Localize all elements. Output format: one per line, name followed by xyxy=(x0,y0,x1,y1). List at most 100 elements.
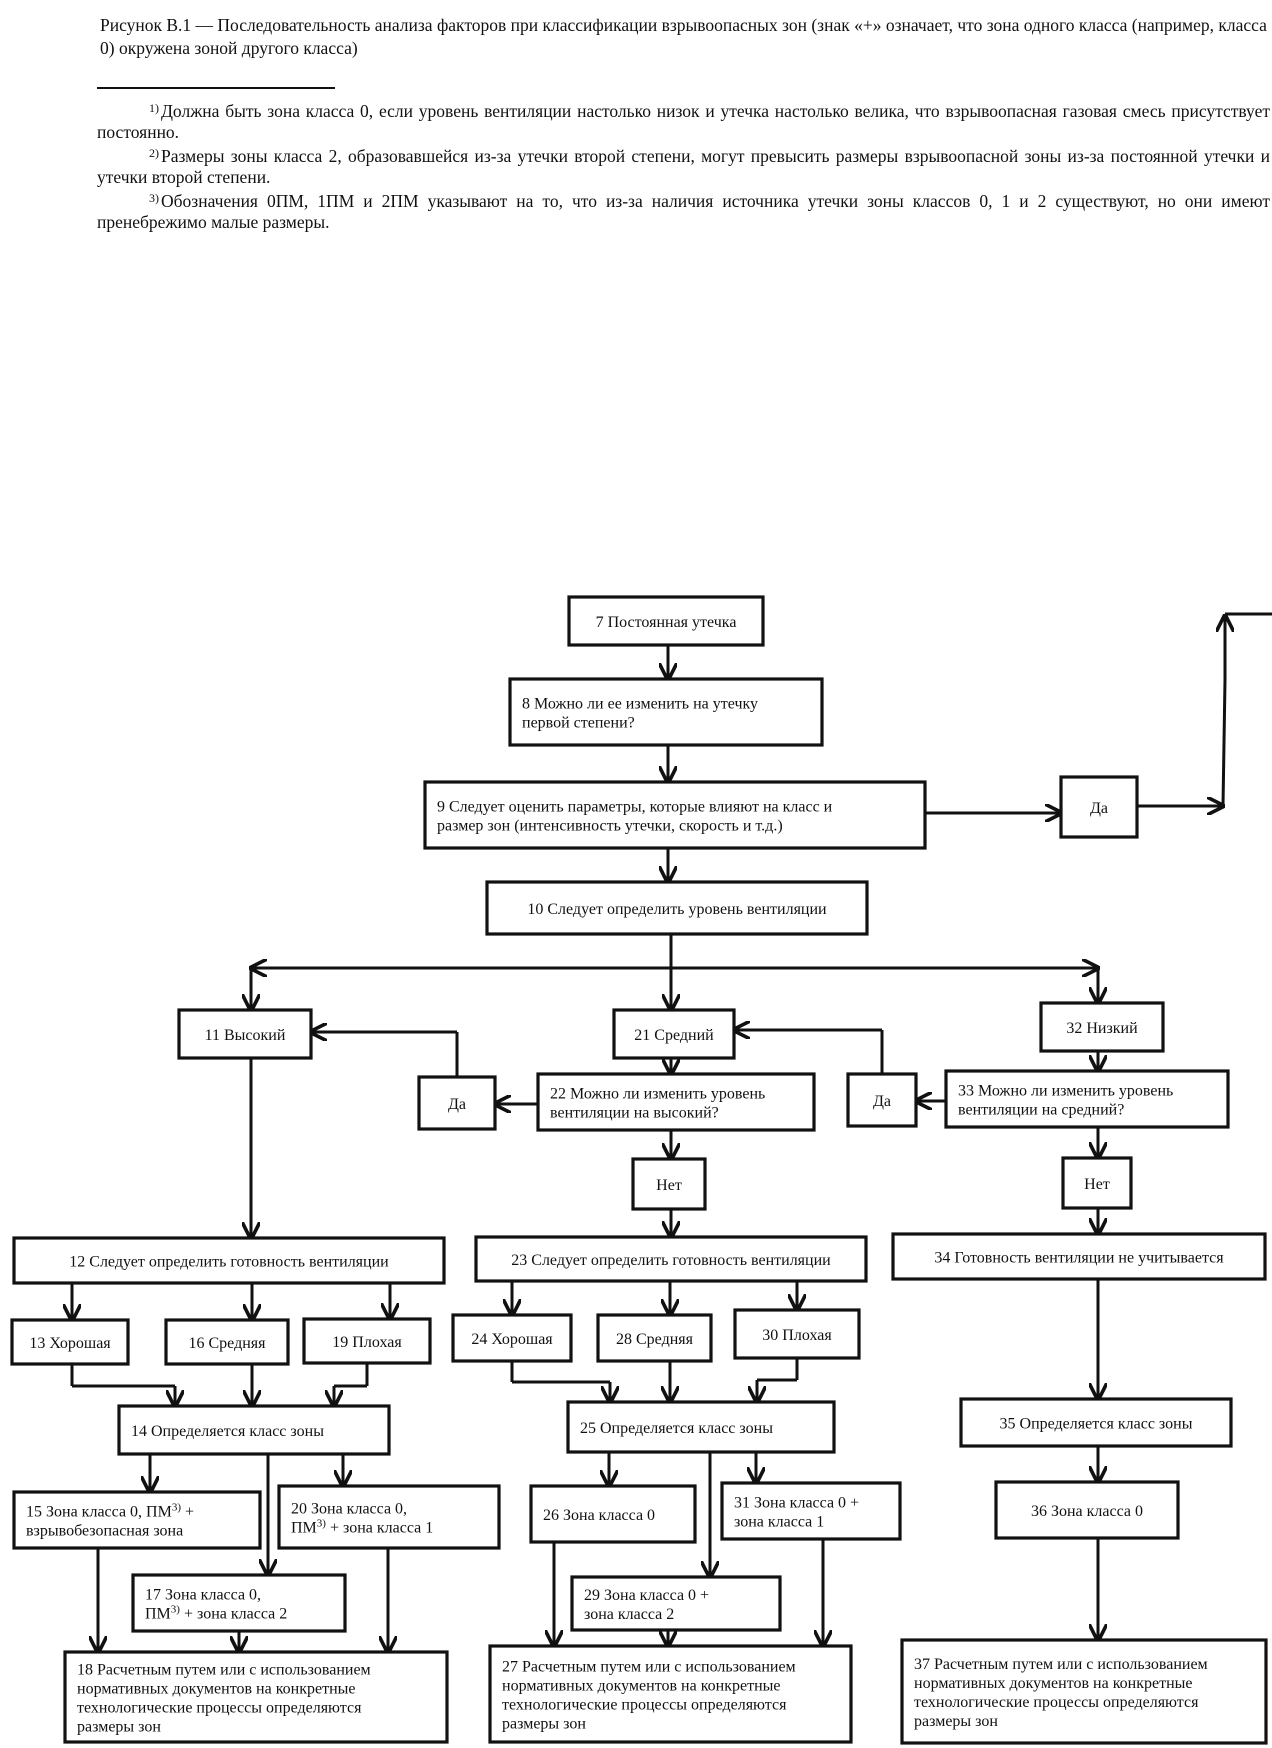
box-text-line: 15 Зона класса 0, ПМ3) + xyxy=(26,1502,194,1521)
box-text-line: 14 Определяется класс зоны xyxy=(131,1423,324,1440)
flowchart-box-b13: 13 Хорошая xyxy=(10,1318,130,1366)
footnote-text: Обозначения 0ПМ, 1ПМ и 2ПМ указывают на … xyxy=(97,191,1270,232)
box-frame xyxy=(567,595,765,647)
box-frame xyxy=(846,1072,918,1128)
box-frame xyxy=(12,1490,262,1550)
flowchart-box-b32: 32 Низкий xyxy=(1039,1001,1165,1053)
box-text-line: технологические процессы определяются xyxy=(77,1700,362,1717)
flowchart-box-b19: 19 Плохая xyxy=(302,1317,432,1365)
box-text-line: первой степени? xyxy=(522,715,635,732)
box-text-line: зона класса 1 xyxy=(734,1514,824,1531)
box-text-line: Да xyxy=(873,1093,891,1110)
flowchart-box-b7: 7 Постоянная утечка xyxy=(567,595,765,647)
box-text-line: 32 Низкий xyxy=(1066,1020,1138,1037)
flowchart-box-b37: 37 Расчетным путем или с использованиемн… xyxy=(900,1638,1268,1745)
box-frame xyxy=(733,1308,861,1360)
box-frame xyxy=(423,780,927,850)
box-text-line: 13 Хорошая xyxy=(29,1335,111,1352)
box-frame xyxy=(570,1575,782,1632)
flowchart-box-no33: Нет xyxy=(1061,1156,1133,1210)
box-text-line: 34 Готовность вентиляции не учитывается xyxy=(934,1250,1224,1267)
box-text-line: размеры зон xyxy=(502,1716,586,1733)
line-connector xyxy=(1221,679,1227,807)
box-text-line: 8 Можно ли ее изменить на утечку xyxy=(522,696,758,713)
box-frame xyxy=(631,1157,707,1211)
box-text-line: технологические процессы определяются xyxy=(914,1694,1199,1711)
box-text-line: 28 Средняя xyxy=(616,1331,694,1348)
flowchart-box-b18: 18 Расчетным путем или с использованиемн… xyxy=(63,1650,449,1744)
box-frame xyxy=(1061,1156,1133,1210)
box-frame xyxy=(474,1235,868,1283)
box-frame xyxy=(612,1008,736,1060)
box-frame xyxy=(720,1481,902,1541)
flowchart-box-b17: 17 Зона класса 0,ПМ3) + зона класса 2 xyxy=(131,1573,347,1633)
flowchart-boxes: 7 Постоянная утечка 8 Можно ли ее изменит… xyxy=(10,595,1268,1745)
footnote-3: 3)Обозначения 0ПМ, 1ПМ и 2ПМ указывают н… xyxy=(97,188,1270,233)
flowchart-box-b36: 36 Зона класса 0 xyxy=(994,1480,1180,1540)
box-text-line: 12 Следует определить готовность вентиля… xyxy=(69,1254,389,1271)
box-text-line: нормативных документов на конкретные xyxy=(502,1678,781,1695)
flowchart-box-b21: 21 Средний xyxy=(612,1008,736,1060)
flowchart-box-b14: 14 Определяется класс зоны xyxy=(117,1404,391,1456)
box-text-line: вентиляции на средний? xyxy=(958,1102,1124,1119)
box-text-line: 37 Расчетным путем или с использованием xyxy=(914,1656,1208,1673)
flowchart-box-yes22: Да xyxy=(417,1075,497,1131)
flowchart-box-no22: Нет xyxy=(631,1157,707,1211)
box-frame xyxy=(944,1069,1230,1129)
box-text-line: взрывобезопасная зона xyxy=(26,1523,183,1540)
box-text-line: Нет xyxy=(1084,1176,1110,1193)
flowchart-box-b25: 25 Определяется класс зоны xyxy=(566,1400,836,1454)
box-text-line: зона класса 2 xyxy=(584,1606,674,1623)
box-frame xyxy=(451,1313,573,1363)
box-frame xyxy=(117,1404,391,1456)
box-text-line: Да xyxy=(1090,800,1108,817)
box-frame xyxy=(277,1484,501,1550)
box-text-line: 10 Следует определить уровень вентиляции xyxy=(527,901,827,918)
box-text-line: 35 Определяется класс зоны xyxy=(1000,1416,1193,1433)
box-text-line: 20 Зона класса 0, xyxy=(291,1501,407,1518)
box-text-line: 30 Плохая xyxy=(762,1327,832,1344)
box-frame xyxy=(63,1650,449,1744)
box-frame xyxy=(164,1318,290,1366)
flowchart-box-b23: 23 Следует определить готовность вентиля… xyxy=(474,1235,868,1283)
box-text-line: 24 Хорошая xyxy=(471,1331,553,1348)
box-frame xyxy=(1059,775,1139,839)
box-frame xyxy=(10,1318,130,1366)
box-text-line: 31 Зона класса 0 + xyxy=(734,1495,859,1512)
box-text-line: технологические процессы определяются xyxy=(502,1697,787,1714)
box-text-line: 9 Следует оценить параметры, которые вли… xyxy=(437,799,833,816)
box-frame xyxy=(891,1232,1267,1281)
box-text-line: размер зон (интенсивность утечки, скорос… xyxy=(437,818,783,835)
flowchart-box-b35: 35 Определяется класс зоны xyxy=(959,1397,1233,1448)
box-text-line: 26 Зона класса 0 xyxy=(543,1507,655,1524)
figure-caption: Рисунок В.1 — Последовательность анализа… xyxy=(100,15,1267,58)
footnotes: 1)Должна быть зона класса 0, если уровен… xyxy=(97,98,1270,233)
box-text-line: 19 Плохая xyxy=(332,1334,402,1351)
box-frame xyxy=(994,1480,1180,1540)
box-frame xyxy=(596,1313,713,1363)
box-frame xyxy=(529,1484,697,1544)
box-frame xyxy=(900,1638,1268,1745)
flowchart-box-b24: 24 Хорошая xyxy=(451,1313,573,1363)
flowchart-box-b27: 27 Расчетным путем или с использованием н… xyxy=(488,1644,853,1744)
box-text-line: размеры зон xyxy=(77,1719,161,1736)
box-frame xyxy=(302,1317,432,1365)
box-text-line: 18 Расчетным путем или с использованием xyxy=(77,1662,371,1679)
flowchart-box-b34: 34 Готовность вентиляции не учитывается xyxy=(891,1232,1267,1281)
box-text-line: 11 Высокий xyxy=(205,1027,286,1044)
flowchart-box-yes9: Да xyxy=(1059,775,1139,839)
box-text-line: ПМ3) + зона класса 1 xyxy=(291,1518,433,1537)
box-frame xyxy=(488,1644,853,1744)
flowchart-box-b9: 9 Следует оценить параметры, которые вли… xyxy=(423,780,927,850)
footnote-marker: 3) xyxy=(149,191,159,205)
box-frame xyxy=(508,677,824,747)
box-text-line: 17 Зона класса 0, xyxy=(145,1587,261,1604)
box-frame xyxy=(536,1072,816,1132)
box-text-line: 21 Средний xyxy=(634,1027,714,1044)
box-text-line: вентиляции на высокий? xyxy=(550,1105,719,1122)
box-text-line: 27 Расчетным путем или с использованием xyxy=(502,1659,796,1676)
flowchart-box-b26: 26 Зона класса 0 xyxy=(529,1484,697,1544)
